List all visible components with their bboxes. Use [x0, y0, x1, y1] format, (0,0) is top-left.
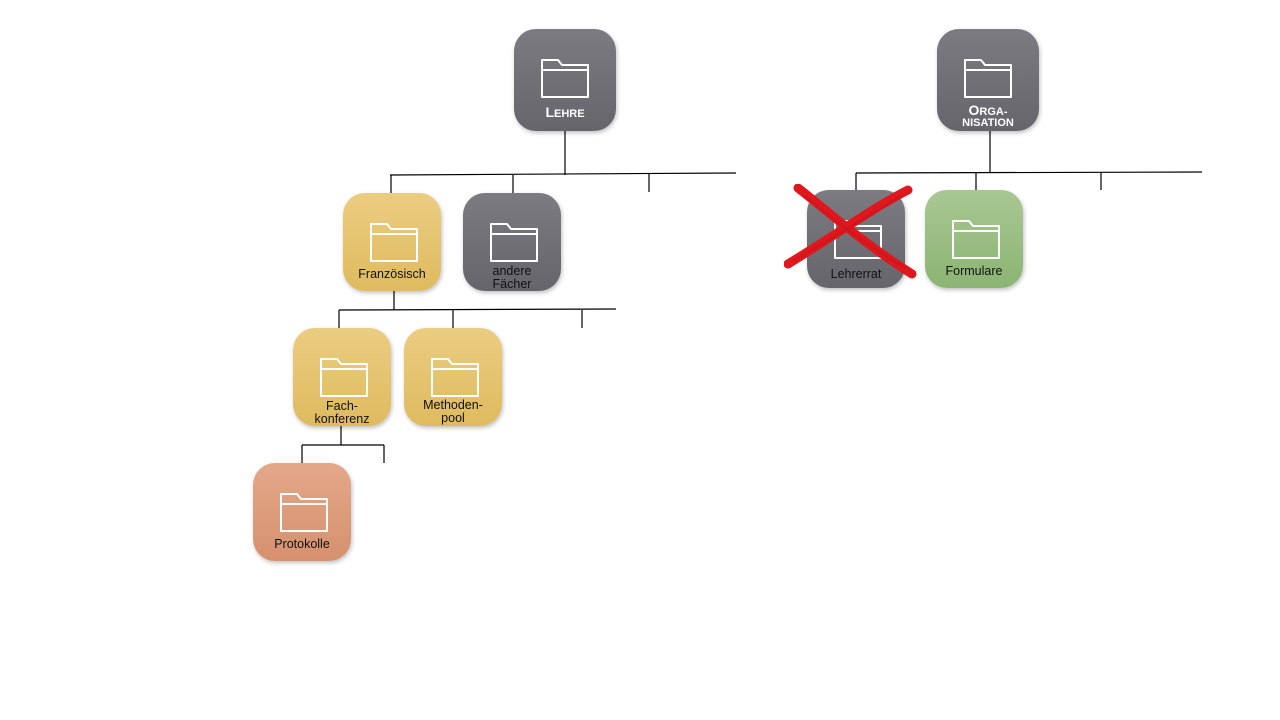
folder-andere-faecher[interactable]: andere Fächer — [463, 193, 561, 291]
folder-lehrerrat-label: Lehrerrat — [830, 267, 882, 281]
folder-protokolle-label: Protokolle — [274, 537, 330, 551]
connector-organisation-bar — [855, 171, 1203, 174]
folder-icon — [541, 59, 589, 98]
folder-lehre[interactable]: LEHRE — [514, 29, 616, 131]
folder-icon — [964, 59, 1012, 98]
folder-icon — [370, 223, 418, 262]
folder-icon — [320, 358, 368, 397]
folder-formulare[interactable]: Formulare — [925, 190, 1023, 288]
folder-andere-faecher-label: andere Fächer — [492, 264, 532, 291]
folder-methodenpool-label: Methoden- pool — [423, 398, 483, 425]
folder-fachkonferenz-label: Fach- konferenz — [314, 399, 370, 426]
folder-protokolle[interactable]: Protokolle — [253, 463, 351, 561]
connector-franzoesisch-bar — [338, 308, 617, 311]
folder-methodenpool[interactable]: Methoden- pool — [404, 328, 502, 426]
folder-icon — [280, 493, 328, 532]
folder-formulare-label: Formulare — [945, 264, 1003, 278]
folder-lehrerrat[interactable]: Lehrerrat — [807, 190, 905, 288]
connector-lehre-bar — [389, 172, 737, 176]
folder-organisation-label: ORGA- NISATION — [962, 102, 1014, 129]
folder-franzoesisch-label: Französisch — [358, 267, 426, 281]
folder-organisation[interactable]: ORGA- NISATION — [937, 29, 1039, 131]
folder-icon — [834, 220, 882, 259]
folder-lehre-label: LEHRE — [545, 104, 585, 120]
folder-icon — [952, 220, 1000, 259]
folder-franzoesisch[interactable]: Französisch — [343, 193, 441, 291]
folder-fachkonferenz[interactable]: Fach- konferenz — [293, 328, 391, 426]
folder-icon — [490, 223, 538, 262]
folder-icon — [431, 358, 479, 397]
